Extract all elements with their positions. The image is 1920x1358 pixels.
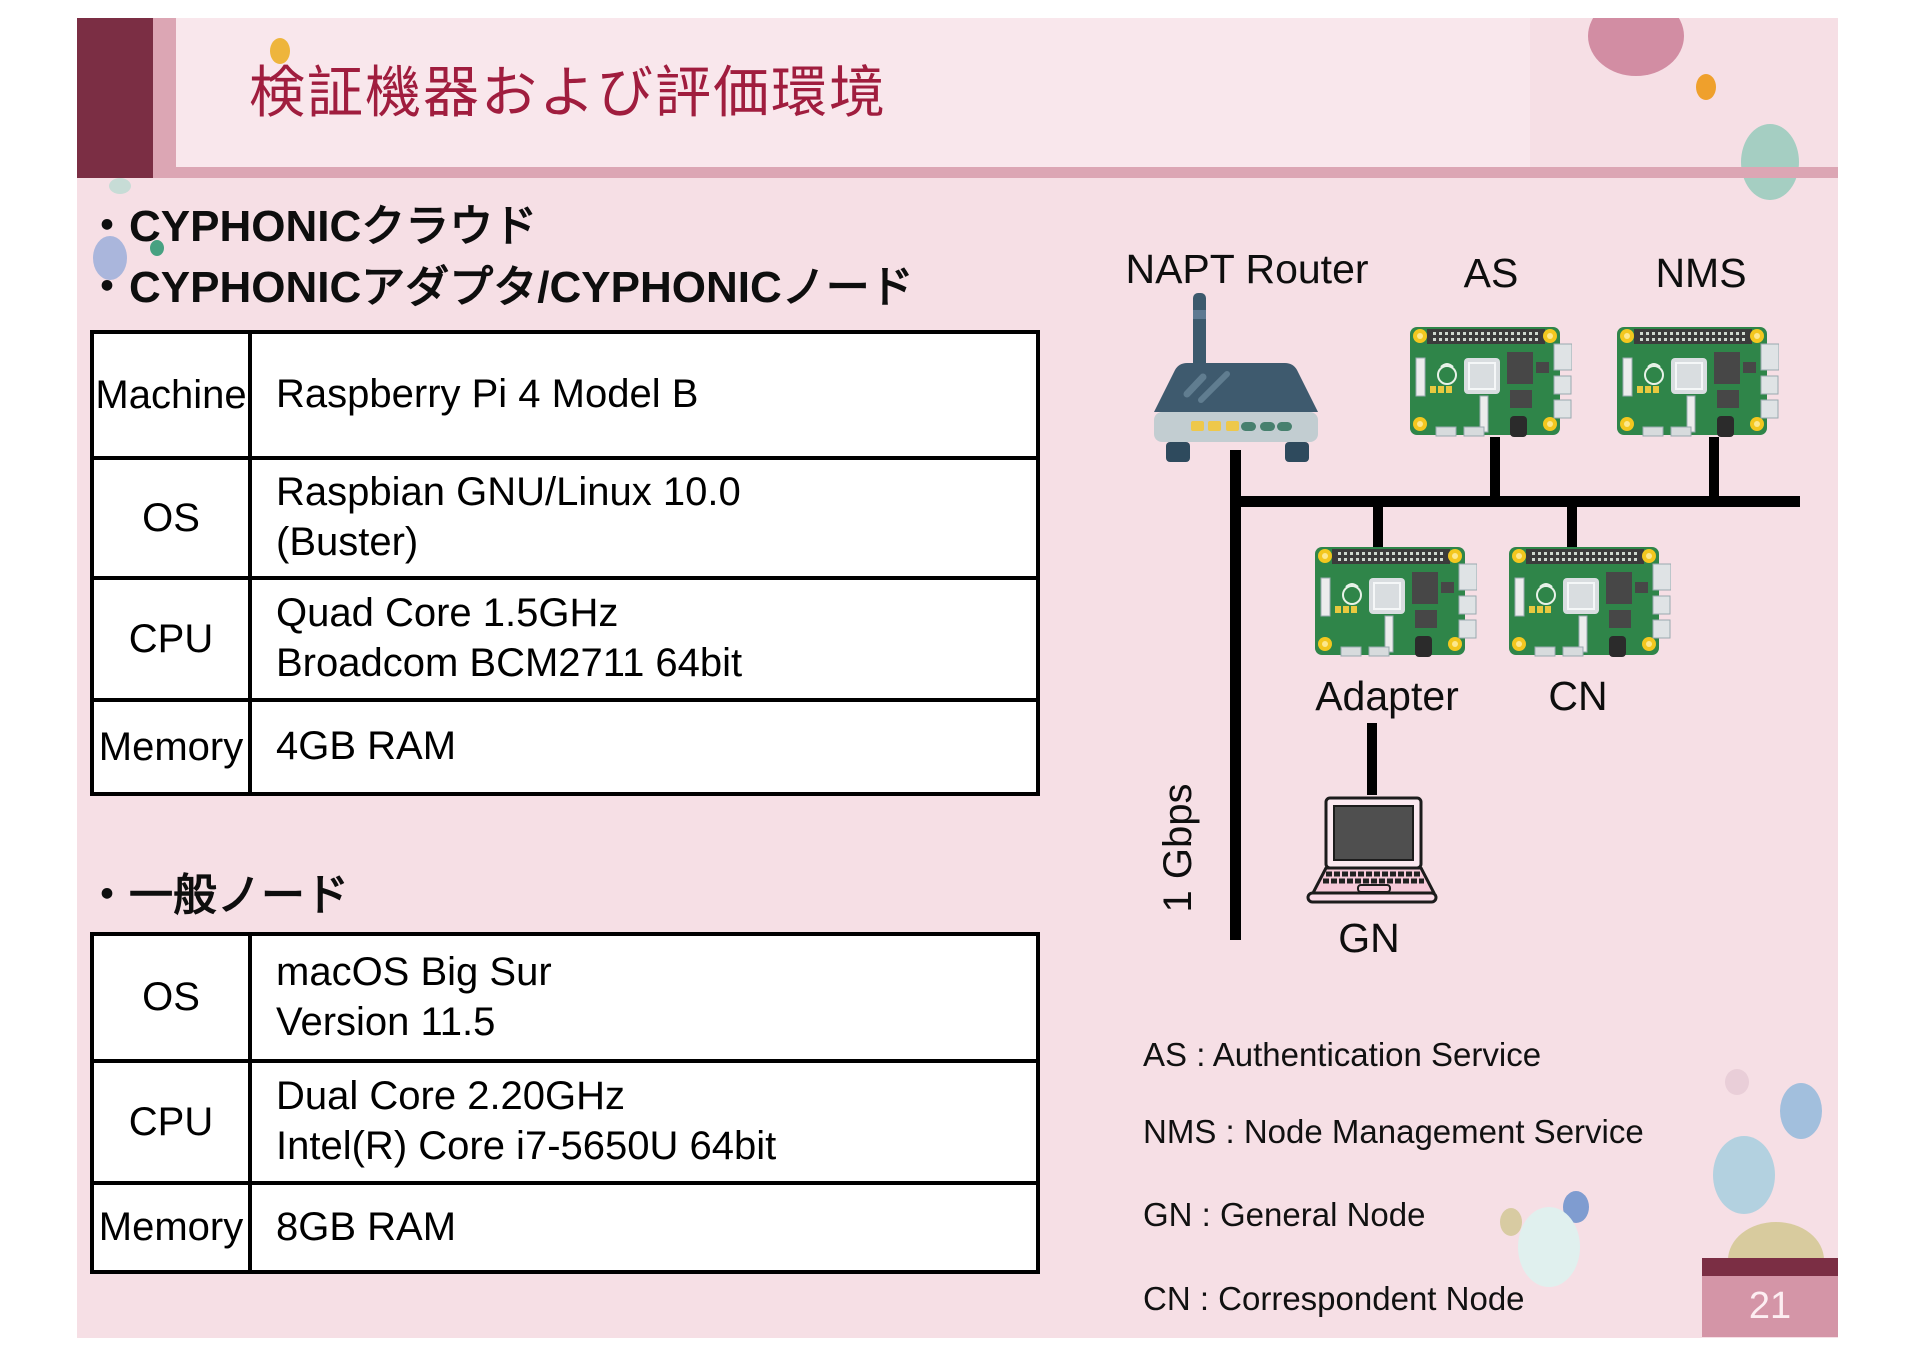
bullet-general-node: ・一般ノード — [85, 871, 349, 920]
legend-cn: CN : Correspondent Node — [1143, 1280, 1525, 1317]
adapter-raspberry-pi-icon — [1315, 544, 1477, 658]
page-badge-bar — [1702, 1258, 1838, 1276]
table-row-value: Dual Core 2.20GHz Intel(R) Core i7-5650U… — [252, 1063, 1036, 1185]
adapter-riser-line — [1373, 502, 1383, 548]
table-row-label: Memory — [94, 1185, 252, 1270]
router-downlink-line — [1230, 450, 1241, 940]
decor-ellipse-lavender-left — [93, 236, 127, 280]
decor-dot-tan-bottom — [1500, 1208, 1522, 1236]
table-row-value: Quad Core 1.5GHz Broadcom BCM2711 64bit — [252, 580, 1036, 702]
bullet-cyphonic-cloud: ・CYPHONICクラウド — [85, 202, 538, 251]
bandwidth-label: 1 Gbps — [1156, 783, 1200, 913]
table-row-value: Raspberry Pi 4 Model B — [252, 334, 1036, 460]
bullet-list: ・CYPHONICクラウド ・CYPHONICアダプタ/CYPHONICノード — [85, 196, 914, 318]
title-accent-block — [77, 18, 153, 178]
decor-ellipse-teal-right — [1741, 124, 1799, 200]
decor-ellipse-palecyan-bottom — [1518, 1207, 1580, 1287]
decor-dot-green-left — [150, 240, 164, 256]
table-row-value: macOS Big Sur Version 11.5 — [252, 936, 1036, 1063]
slide: 検証機器および評価環境 ・CYPHONICクラウド ・CYPHONICアダプタ/… — [77, 18, 1838, 1338]
table-row-label: OS — [94, 936, 252, 1063]
table-row-value: 8GB RAM — [276, 1204, 457, 1249]
lan-bus-line — [1230, 496, 1800, 507]
decor-dot-orange-right — [1696, 74, 1716, 100]
slide-title: 検証機器および評価環境 — [249, 61, 887, 124]
cn-raspberry-pi-icon — [1509, 544, 1671, 658]
nms-raspberry-pi-icon — [1617, 324, 1779, 438]
title-accent-strip — [153, 18, 176, 178]
page-number-badge: 21 — [1702, 1258, 1838, 1337]
table-row-label: Machine — [94, 334, 252, 460]
bullet-cyphonic-adapter-node: ・CYPHONICアダプタ/CYPHONICノード — [85, 263, 914, 312]
page-number: 21 — [1748, 1285, 1792, 1327]
as-label: AS — [1463, 250, 1519, 296]
as-raspberry-pi-icon — [1410, 324, 1572, 438]
adapter-label: Adapter — [1315, 673, 1459, 719]
table-row-value: 4GB RAM — [276, 724, 457, 769]
table-row-label: Memory — [94, 702, 252, 792]
legend-nms: NMS : Node Management Service — [1143, 1113, 1644, 1150]
napt-router-icon — [1154, 293, 1318, 462]
legend-gn: GN : General Node — [1143, 1196, 1426, 1233]
table-row-value: Raspbian GNU/Linux 10.0 (Buster) — [252, 460, 1036, 580]
decor-ellipse-lightblue-right — [1713, 1136, 1775, 1214]
nms-label: NMS — [1655, 250, 1747, 296]
device-spec-table: Machine Raspberry Pi 4 Model B OS Raspbi… — [90, 330, 1040, 796]
legend-as: AS : Authentication Service — [1143, 1036, 1542, 1073]
table-row-label: CPU — [94, 1063, 252, 1185]
title-panel — [176, 18, 1530, 167]
decor-circle-blue-rightedge — [1780, 1083, 1822, 1139]
napt-router-label: NAPT Router — [1125, 246, 1369, 292]
table-row-label: CPU — [94, 580, 252, 702]
cn-riser-line — [1567, 502, 1577, 548]
gn-laptop-icon — [1306, 796, 1438, 904]
title-underline-band — [176, 167, 1838, 178]
as-drop-line — [1490, 437, 1500, 501]
decor-ellipse-teal-left — [109, 178, 131, 194]
table-row-label: OS — [94, 460, 252, 580]
decor-circle-rose-top — [1588, 18, 1684, 76]
adapter-gn-line — [1367, 723, 1377, 795]
decor-dot-palepink-right — [1725, 1069, 1749, 1095]
cn-label: CN — [1548, 673, 1608, 719]
page-badge-body: 21 — [1702, 1276, 1838, 1337]
nms-drop-line — [1709, 437, 1719, 501]
decor-dot-orange-title — [270, 38, 290, 64]
general-node-spec-table: OS macOS Big Sur Version 11.5 CPU Dual C… — [90, 932, 1040, 1274]
gn-label: GN — [1338, 915, 1400, 961]
